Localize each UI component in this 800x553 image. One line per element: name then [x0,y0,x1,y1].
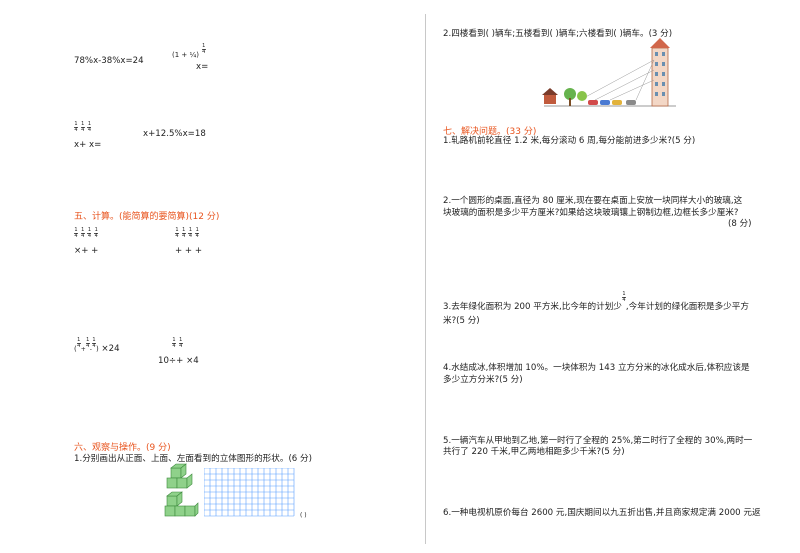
problem-4-line-2: 多少立方分米?(5 分) [443,375,523,385]
problem-5-line-1: 5.一辆汽车从甲地到乙地,第一时行了全程的 25%,第二时行了全程的 30%,两… [443,436,753,446]
grid-paper [204,468,295,517]
problem-2-line-2: 块玻璃的面积是多少平方厘米?如果给这块玻璃镶上钢制边框,边框长多少厘米? [443,208,739,218]
calc-2-tail: + + + [175,246,203,256]
section-7-title: 七、解决问题。(33 分) [443,127,537,137]
page-divider [425,14,426,544]
calc-1-tail: ×+ + [74,246,99,256]
equation-1: 78%x-38%x=24 [74,56,144,66]
building-illustration [542,38,676,107]
calc-4-tail: + ×4 [176,356,199,366]
problem-4-line-1: 4.水结成冰,体积增加 10%。一块体积为 143 立方分米的冰化成水后,体积应… [443,363,750,373]
problem-3-line-2: 米?(5 分) [443,316,480,326]
answer-paren: ( ) [300,512,307,519]
calc-3-tail: ×24 [101,344,120,354]
problem-6-line-1: 6.一种电视机原价每台 2600 元,国庆期间以九五折出售,并且商家规定满 20… [443,508,761,518]
equation-3-tail: x+ x= [74,140,102,150]
problem-5-line-2: 共行了 220 千米,甲乙两地相距多少千米?(5 分) [443,447,625,457]
observe-question-1: 1.分别画出从正面、上面、左面看到的立体图形的形状。(6 分) [74,454,312,464]
calc-4-head: 10÷ [158,356,177,366]
equation-2-tail: x= [196,62,209,72]
equation-4: x+12.5%x=18 [143,129,206,139]
problem-1: 1.轧路机前轮直径 1.2 米,每分滚动 6 周,每分能前进多少米?(5 分) [443,136,696,146]
question-2: 2.四楼看到( )辆车;五楼看到( )辆车;六楼看到( )辆车。(3 分) [443,29,673,39]
problem-2-line-1: 2.一个圆形的桌面,直径为 80 厘米,现在要在桌面上安放一块同样大小的玻璃,这 [443,196,743,206]
problem-2-score: (8 分) [728,219,752,229]
section-5-title: 五、计算。(能简算的要简算)(12 分) [74,212,220,222]
section-6-title: 六、观察与操作。(9 分) [74,443,171,453]
problem-3-part-a: 3.去年绿化面积为 200 平方米,比今年的计划少 [443,302,622,312]
problem-3-part-b: ,今年计划的绿化面积是多少平方 [625,302,749,312]
cube-stack-illustration [164,463,199,517]
equation-2-expr: (1 + ¼) [172,51,200,59]
